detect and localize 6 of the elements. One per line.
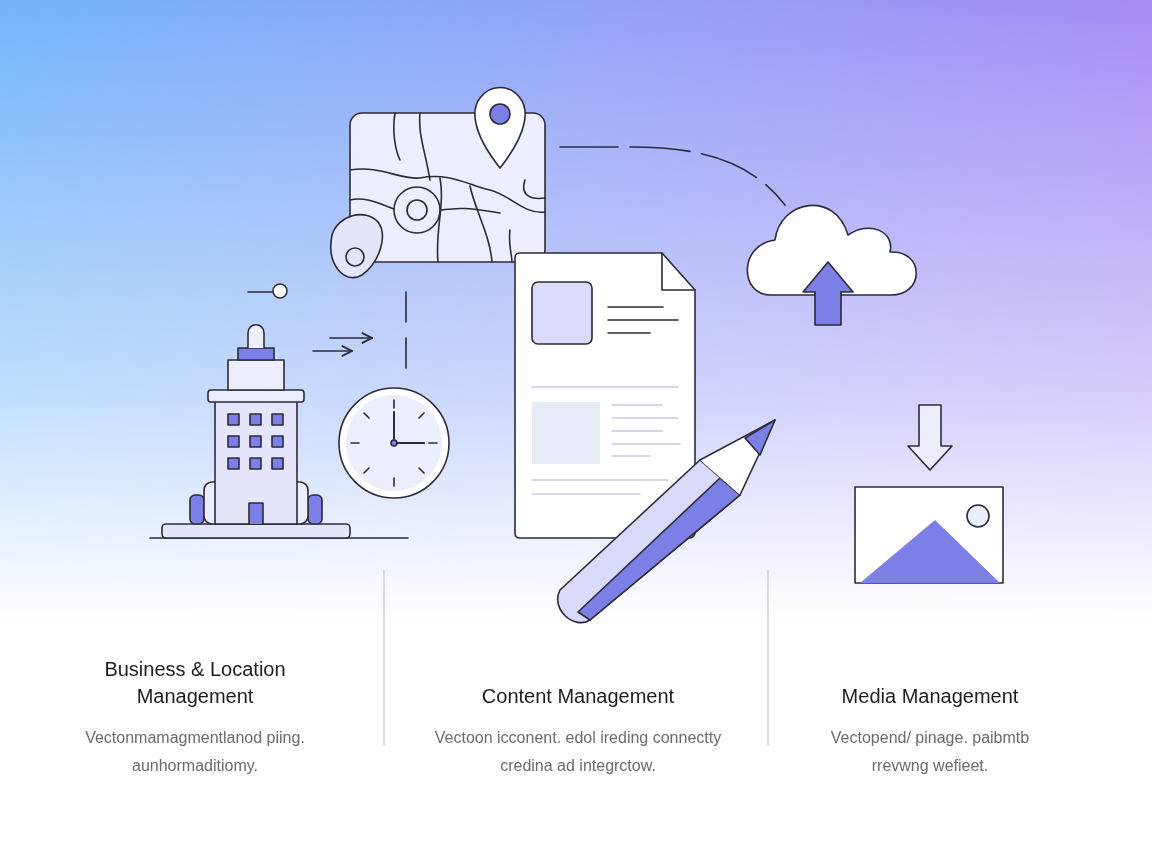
section-description: Vectoon icconent. edol ireding connectty credina ad integrctow. [433, 728, 723, 776]
section-description: Vectonmamagmentlanod piing. aunhormaditiomy. [84, 728, 306, 776]
section-heading: Content Management [480, 684, 676, 709]
section-heading: Media Management [840, 684, 1020, 709]
section-heading: Business & Location Management [103, 657, 287, 709]
section-description: Vectopend/ pinage. paibmtb rrevwng wefieet. [829, 728, 1031, 776]
